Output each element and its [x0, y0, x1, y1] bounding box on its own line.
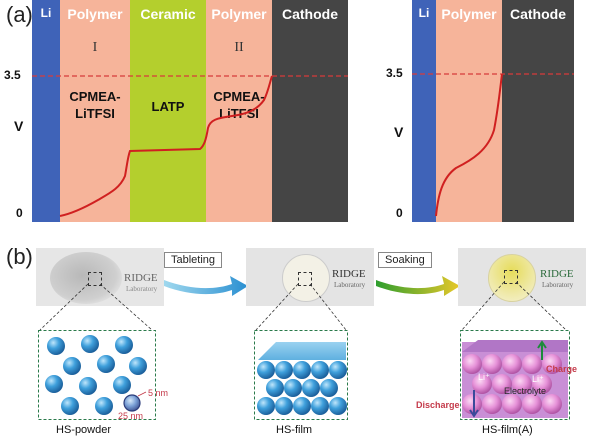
- layer-title-polymer-2: Polymer: [211, 6, 267, 22]
- logo-sub: Laboratory: [542, 281, 574, 289]
- layer-cathode: [502, 0, 574, 222]
- zoom-square: [298, 272, 312, 286]
- film-a-spheres: [462, 354, 562, 414]
- layer-li: [32, 0, 60, 222]
- arrow-tableting: [164, 276, 248, 296]
- left-ytick-bottom: 0: [16, 206, 23, 220]
- right-ylabel: V: [394, 124, 404, 140]
- layer-li: [412, 0, 436, 222]
- film-top-surface: [258, 342, 346, 360]
- arrow-soaking: [376, 276, 460, 296]
- photo-hs-powder: RIDGE Laboratory: [36, 248, 164, 306]
- material-label-2: LATP: [151, 99, 185, 114]
- inset-hs-film: [254, 330, 348, 420]
- charge-label: Charge: [546, 364, 578, 374]
- zoom-square: [88, 272, 102, 286]
- film-sphere-rows: [257, 361, 347, 415]
- layer-title-li: Li: [418, 6, 430, 20]
- powder-pile: [50, 252, 122, 304]
- layer-title-cathode: Cathode: [282, 6, 338, 22]
- layer-ceramic: [130, 0, 206, 222]
- film-disc: [282, 254, 330, 302]
- voltage-curve: [59, 75, 273, 217]
- roman-label-1: I: [92, 40, 98, 55]
- caption-hs-film-a: HS-film(A): [482, 424, 533, 436]
- left-ylabel: V: [14, 118, 24, 134]
- right-plot: Li Polymer Cathode: [412, 0, 574, 222]
- roman-label-2: II: [234, 40, 244, 55]
- left-plot: Li Polymer Ceramic Polymer Cathode I II …: [32, 0, 348, 222]
- inset-hs-film-a: [460, 330, 570, 420]
- panel-b-label: (b): [6, 244, 33, 269]
- dim-diameter-label: 25 nm: [118, 411, 144, 421]
- logo-text: RIDGE: [332, 268, 366, 280]
- caption-hs-film: HS-film: [276, 424, 313, 436]
- layer-title-cathode: Cathode: [510, 6, 566, 22]
- right-plot-overlay: [412, 73, 574, 217]
- li-ion-label-2: Li⁺: [532, 374, 544, 384]
- charge-arrow: [537, 340, 547, 360]
- layer-title-ceramic: Ceramic: [140, 6, 196, 22]
- logo-sub: Laboratory: [334, 281, 366, 289]
- sphere-group: [45, 335, 147, 415]
- logo-text: RIDGE: [124, 272, 158, 284]
- layer-cathode: [272, 0, 348, 222]
- layer-title-polymer: Polymer: [441, 6, 497, 22]
- discharge-arrow: [469, 390, 479, 418]
- electrolyte-label: Electrolyte: [504, 386, 547, 396]
- layer-polymer: [436, 0, 502, 222]
- li-ion-label-1: Li⁺: [478, 372, 490, 382]
- photo-hs-film: RIDGE Laboratory: [246, 248, 374, 306]
- right-ytick-bottom: 0: [396, 206, 403, 220]
- logo-text: RIDGE: [540, 268, 574, 280]
- layer-title-polymer-1: Polymer: [67, 6, 123, 22]
- step-label-tableting: Tableting: [164, 252, 223, 268]
- dim-shell-label: 5 nm: [148, 388, 169, 398]
- panel-a-label: (a): [6, 2, 33, 27]
- left-ytick-top: 3.5: [4, 68, 21, 82]
- zoom-square: [504, 270, 518, 284]
- logo-sub: Laboratory: [126, 285, 158, 293]
- inset-hs-powder: [38, 330, 156, 420]
- step-label-soaking: Soaking: [378, 252, 432, 268]
- right-ytick-top: 3.5: [386, 66, 403, 80]
- photo-hs-film-a: RIDGE Laboratory: [458, 248, 586, 306]
- layer-polymer-2: [206, 0, 272, 222]
- discharge-label: Discharge: [416, 400, 460, 410]
- caption-hs-powder: HS-powder: [56, 424, 112, 436]
- material-label-1: CPMEA-LiTFSI: [69, 89, 121, 121]
- layer-title-li: Li: [40, 6, 52, 20]
- voltage-curve: [435, 73, 503, 217]
- left-plot-overlay: [32, 75, 348, 217]
